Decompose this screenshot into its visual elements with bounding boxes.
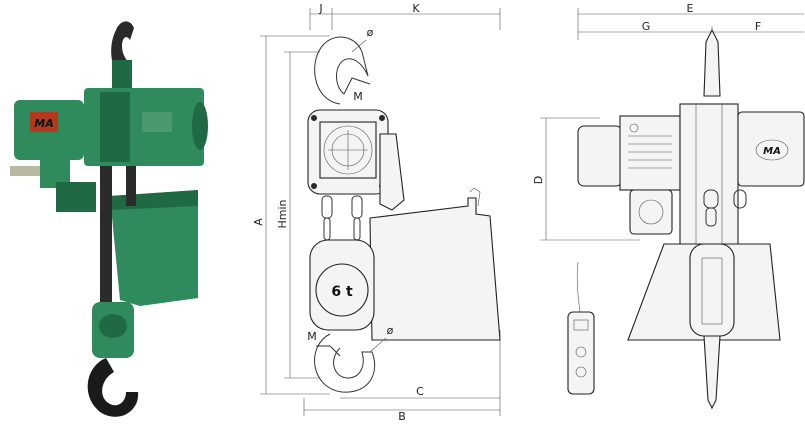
front-control-valve: [629, 189, 673, 235]
photo-bottom-hook: [87, 358, 139, 417]
side-top-hook: [314, 36, 369, 105]
pendant-top-switch: [573, 319, 589, 331]
side-chain-bag: [369, 197, 501, 341]
photo-chain-bag: [110, 190, 198, 306]
front-chain: [703, 189, 747, 227]
dim-label-a: A: [252, 218, 265, 226]
front-emblem-text: MA: [763, 146, 781, 157]
side-bag-hook: [469, 187, 481, 207]
photo-brand-plate: [30, 112, 58, 132]
dim-label-g: G: [642, 20, 651, 33]
pendant-control: [567, 311, 595, 395]
dim-label-d: D: [532, 176, 545, 184]
photo-air-inlet: [10, 166, 46, 176]
photo-data-plate: [142, 112, 172, 132]
front-plate-logo: [629, 123, 639, 133]
dim-label-hmin: Hmin: [276, 199, 289, 228]
front-valve-dial: [638, 199, 664, 225]
hoist-photo: MA: [10, 21, 208, 417]
pendant-cable: [576, 261, 581, 313]
photo-sheave: [99, 314, 127, 338]
pendant-button-up: [575, 346, 587, 358]
dim-label-j: J: [318, 2, 322, 15]
dim-label-e: E: [687, 2, 694, 15]
side-capacity-label: 6 t: [331, 284, 353, 300]
phi-bottom-leader: [369, 337, 387, 353]
dim-label-m-bottom: M: [307, 330, 317, 343]
side-bracket: [379, 133, 405, 211]
front-right-housing: [737, 111, 805, 187]
front-motor: [577, 125, 623, 187]
photo-gearbox-shade: [100, 92, 130, 162]
side-bottom-latch: [316, 345, 341, 357]
dim-label-b: B: [398, 410, 406, 423]
front-emblem-ring: [755, 139, 789, 161]
dim-label-phi-top: ø: [367, 26, 374, 39]
photo-control: [56, 182, 96, 212]
dim-label-m-top: M: [353, 90, 363, 103]
phi-top-leader: [351, 39, 367, 53]
side-chain: [321, 195, 363, 241]
photo-end-cap: [192, 102, 208, 150]
dim-label-k: K: [412, 2, 420, 15]
dim-label-f: F: [755, 20, 761, 33]
side-hook-latch: [343, 77, 371, 95]
side-view-drawing: J K A Hmin B C ø M: [252, 2, 501, 423]
dim-label-phi-bottom: ø: [387, 324, 394, 337]
photo-brand-text: MA: [34, 117, 53, 130]
side-bottom-hook: [314, 333, 376, 393]
side-bolt-3: [311, 183, 317, 189]
front-top-hook: [703, 28, 721, 97]
photo-hook-block: [112, 60, 132, 90]
front-bottom-hook: [703, 335, 721, 410]
side-bolt-2: [379, 115, 385, 121]
pendant-button-down: [575, 366, 587, 378]
dim-label-c: C: [416, 385, 424, 398]
photo-chain: [100, 166, 136, 306]
side-sheave: [315, 263, 369, 317]
side-bolt-1: [311, 115, 317, 121]
side-motor-grille: [323, 125, 373, 175]
front-block-slot: [701, 257, 723, 325]
front-view-drawing: E G F D MA: [532, 2, 805, 410]
front-data-plate-lines: [628, 135, 672, 169]
front-data-plate-box: [619, 115, 681, 191]
